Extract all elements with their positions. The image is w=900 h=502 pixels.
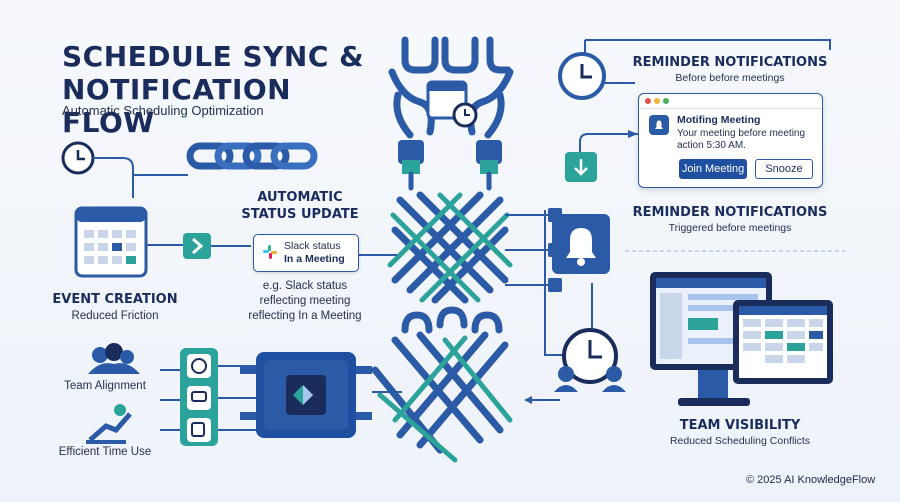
clock-icon-top — [558, 52, 606, 100]
network-calendar-icon — [426, 80, 478, 128]
event-creation-title: EVENT CREATION — [52, 292, 178, 307]
reminder-mid-subtitle: Triggered before meetings — [668, 222, 792, 234]
popup-body-line1: Your meeting before meeting — [677, 128, 806, 139]
event-creation-subtitle: Reduced Friction — [71, 310, 159, 322]
central-network-graphic — [371, 36, 514, 463]
reminder-top-subtitle: Before before meetings — [675, 72, 785, 84]
window-close-dot[interactable] — [645, 98, 651, 104]
page-subtitle: Automatic Scheduling Optimization — [62, 103, 264, 118]
efficient-time-icon — [86, 404, 132, 444]
slack-status-card: Slack status In a Meeting — [253, 234, 359, 272]
status-example-line3: reflecting In a Meeting — [248, 310, 362, 322]
status-update-title-line1: AUTOMATIC — [257, 190, 343, 205]
window-minimize-dot[interactable] — [654, 98, 660, 104]
download-arrow-icon — [565, 152, 597, 182]
popup-title: Motifing Meeting — [677, 114, 761, 126]
reminder-mid-title: REMINDER NOTIFICATIONS — [632, 205, 828, 220]
connector-plugs — [398, 140, 502, 191]
reminder-top-title: REMINDER NOTIFICATIONS — [632, 55, 828, 70]
processor-hub — [240, 352, 372, 438]
team-clock-icon — [554, 328, 626, 392]
calendar-icon-left — [74, 206, 148, 278]
forward-arrow-icon — [183, 233, 211, 259]
popup-bell-icon — [649, 115, 669, 135]
team-visibility-subtitle: Reduced Scheduling Conflicts — [669, 435, 811, 447]
status-example-line1: e.g. Slack status — [262, 280, 348, 292]
team-icon — [88, 343, 140, 374]
chain-link-graphic — [186, 142, 318, 170]
join-meeting-button[interactable]: Join Meeting — [679, 159, 747, 179]
popup-titlebar — [639, 94, 822, 109]
status-update-title-line2: STATUS UPDATE — [241, 207, 359, 222]
team-visibility-monitor — [650, 272, 833, 406]
team-alignment-label: Team Alignment — [64, 380, 146, 392]
bell-icon — [552, 214, 610, 274]
status-example-line2: reflecting meeting — [259, 295, 351, 307]
slack-status-label: Slack status — [284, 240, 341, 252]
clock-icon-left — [61, 141, 95, 175]
notification-popup: Motifing Meeting Your meeting before mee… — [638, 93, 823, 188]
slack-status-value: In a Meeting — [284, 253, 345, 265]
snooze-button[interactable]: Snooze — [755, 159, 813, 179]
efficient-time-label: Efficient Time Use — [58, 446, 152, 458]
copyright-footer: © 2025 AI KnowledgeFlow — [746, 474, 876, 486]
slack-icon — [263, 245, 277, 259]
team-visibility-title: TEAM VISIBILITY — [679, 418, 801, 433]
status-panel-stack — [180, 348, 218, 446]
page-title: SCHEDULE SYNC & NOTIFICATION FLOW — [62, 40, 365, 139]
popup-body-line2: action 5:30 AM. — [677, 140, 746, 151]
window-maximize-dot[interactable] — [663, 98, 669, 104]
